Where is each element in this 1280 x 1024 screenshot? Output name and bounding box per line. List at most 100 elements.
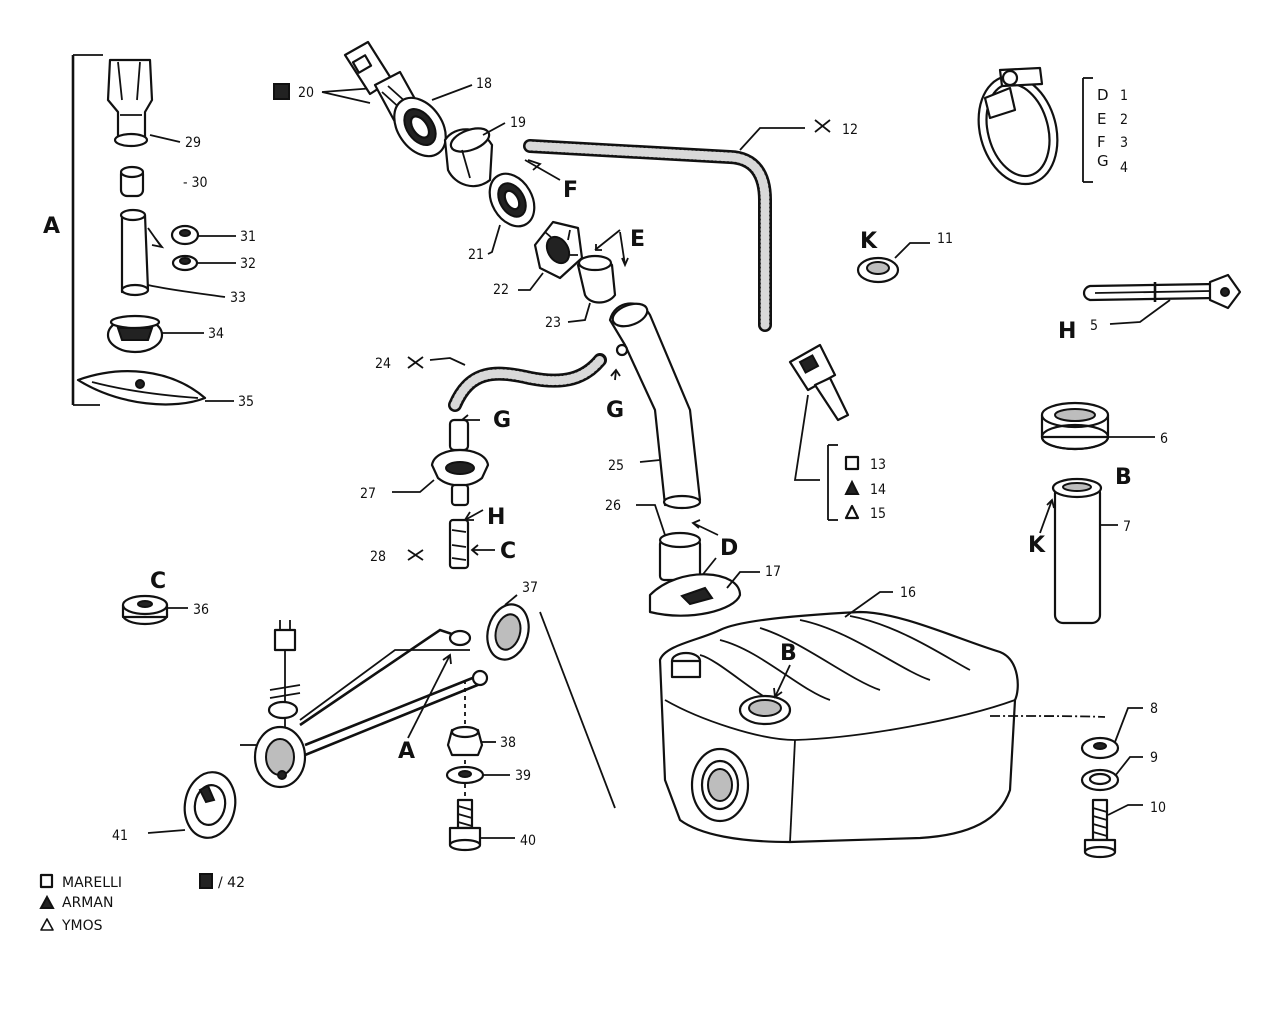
part-13-15-keys [788,343,850,422]
label-clamp-g: G [1097,152,1109,170]
legend-ymos: YMOS [61,918,103,934]
part-12-breather-hose [523,139,772,332]
label-c-left: C [500,539,516,564]
label-3: 3 [1120,135,1128,151]
label-6: 6 [1160,431,1168,447]
label-37: 37 [522,580,538,596]
label-23: 23 [545,315,561,331]
part-36-grommet [121,594,169,626]
label-30: - 30 [183,175,208,191]
label-17: 17 [765,564,781,580]
label-18: 18 [476,76,492,92]
legend-filled-square-icon [199,873,213,889]
legend-arman-triangle-icon [39,894,55,909]
label-29: 29 [185,135,201,151]
part-35-support-plate [76,370,207,406]
label-e-filler: E [630,227,645,252]
part-21-ring-nut [488,172,536,228]
label-22: 22 [493,282,509,298]
part-10-bolt [1083,798,1117,859]
part-37-seal [486,603,530,661]
label-34: 34 [208,326,224,342]
label-clamp-e: E [1097,110,1106,128]
part-32-washer [171,254,199,272]
label-28: 28 [370,549,386,565]
label-h-right: H [1058,319,1076,344]
label-5: 5 [1090,318,1098,334]
label-7: 7 [1123,519,1131,535]
legend: MARELLI ARMAN YMOS / 42 [39,873,245,934]
label-c-small: C [150,569,166,594]
label-b-right: B [1115,465,1132,490]
label-g-left: G [493,408,511,433]
label-27: 27 [360,486,376,502]
label-clamp-f: F [1097,133,1106,151]
label-33: 33 [230,290,246,306]
label-25: 25 [608,458,624,474]
label-13: 13 [870,457,886,473]
part-5-cable-tie [1082,273,1242,310]
label-26: 26 [605,498,621,514]
part-38-nut [446,680,484,845]
part-29-pump-filter [106,58,154,148]
part-17-gasket [648,573,742,617]
part-16-fuel-tank [658,610,1106,844]
label-12: 12 [842,122,858,138]
part-41-ring-nut [183,771,237,839]
label-9: 9 [1150,750,1158,766]
legend-marelli-square-icon [39,873,54,889]
marelli-square-icon [844,455,860,471]
part-42-level-sender-unit [240,620,489,789]
group-a-bracket [71,54,103,406]
part-39-washer [445,765,485,785]
label-21: 21 [468,247,484,263]
part-8-washer [1080,736,1120,760]
label-clamp-d: D [1097,86,1109,104]
label-k-top: K [860,229,878,254]
label-d: D [720,536,738,561]
part-25-filler-pipe [608,302,702,510]
label-8: 8 [1150,701,1158,717]
part-9-spring-washer [1080,768,1120,792]
legend-marelli: MARELLI [62,875,122,891]
part-1-4-hose-clamp [977,66,1059,186]
label-b-tank: B [780,641,797,666]
part-33-fuel-pump [119,208,165,297]
label-a-pump: A [398,739,415,764]
label-35: 35 [238,394,254,410]
label-f-filler: F [563,178,578,203]
keys-bracket [827,444,838,521]
label-h-left: H [487,505,505,530]
part-7-tube [1051,477,1103,625]
part-18-lock-housing [393,96,447,158]
part-6-ring [1040,401,1110,451]
label-24: 24 [375,356,391,372]
part-31-nut [170,224,200,246]
label-11: 11 [937,231,953,247]
arman-triangle-icon [844,479,860,495]
label-19: 19 [510,115,526,131]
part-22-gasket-ring [533,220,584,280]
part-11-rubber-ring [856,256,900,284]
label-2: 2 [1120,112,1128,128]
label-31: 31 [240,229,256,245]
label-1: 1 [1120,88,1128,104]
label-10: 10 [1150,800,1166,816]
label-16: 16 [900,585,916,601]
label-41: 41 [112,828,128,844]
label-36: 36 [193,602,209,618]
label-group-a: A [43,214,60,239]
part-28-hose-piece [448,518,470,570]
part-19-neck [443,127,494,188]
part-23-sleeve [576,254,617,304]
label-40: 40 [520,833,536,849]
legend-square-filled-icon [273,83,290,100]
label-15: 15 [870,506,886,522]
legend-ymos-triangle-icon [40,918,54,931]
part-24-vent-hose [448,353,607,412]
label-39: 39 [515,768,531,784]
part-40-bolt [448,798,482,852]
label-g-right: G [606,398,624,423]
label-k-right: K [1028,533,1046,558]
